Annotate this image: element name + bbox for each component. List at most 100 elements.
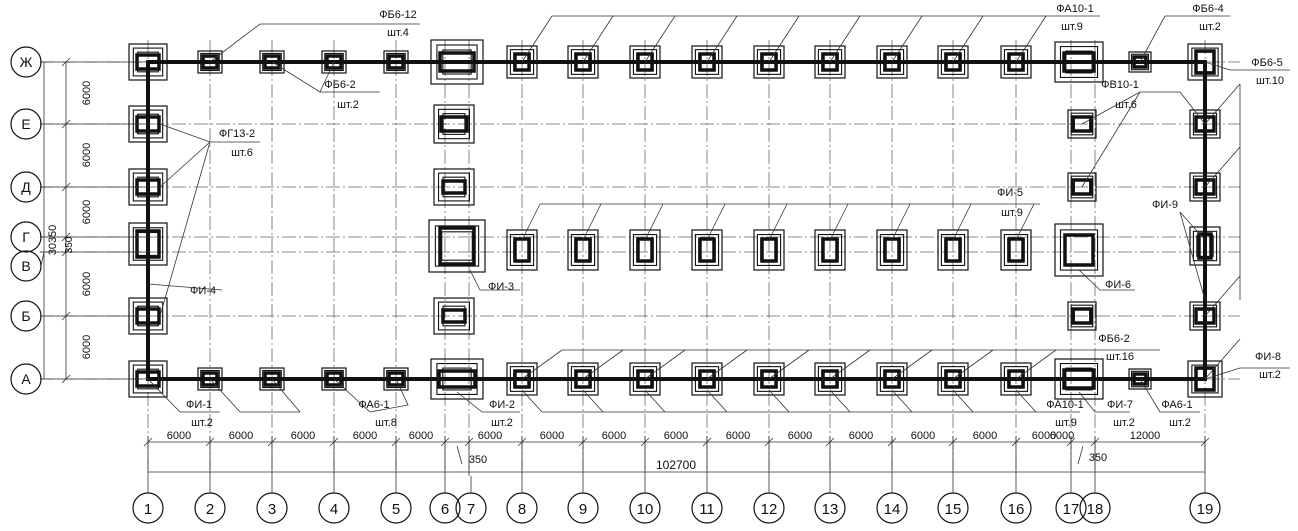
- foundation-block: [433, 168, 475, 206]
- axis-label: 9: [579, 501, 587, 518]
- dimension-line: [61, 247, 71, 257]
- axis-marker-y: Ж: [10, 46, 42, 78]
- axis-label: 16: [1008, 501, 1025, 518]
- label-mark: ФБ6-5: [1251, 57, 1282, 69]
- dimension-line: [887, 437, 897, 447]
- axis-marker-x: 14: [876, 492, 908, 524]
- leader-line: [521, 15, 553, 63]
- dimension-text: 6000: [291, 430, 315, 442]
- leader-line: [644, 203, 664, 241]
- foundation-block: [937, 362, 969, 396]
- label-mark: ФИ-2: [489, 399, 515, 411]
- dimension-line: [640, 437, 650, 447]
- axis-label: 1: [144, 501, 152, 518]
- leader-line: [644, 15, 676, 63]
- label-qty: шт.6: [231, 147, 253, 159]
- foundation-block: [428, 219, 486, 273]
- label-fa10-1-top: ФА10-1шт.9: [1056, 3, 1093, 33]
- axis-label: 11: [699, 501, 715, 518]
- leader-line: [159, 141, 211, 317]
- axis-label: 5: [392, 501, 400, 518]
- label-qty: шт.8: [375, 417, 397, 429]
- foundation-block: [433, 104, 475, 144]
- label-mark: ФБ6-2: [1098, 333, 1129, 345]
- foundation-block: [1189, 109, 1221, 139]
- label-qty: шт.2: [1199, 21, 1221, 33]
- foundation-block: [629, 362, 661, 396]
- axis-label: А: [21, 371, 31, 387]
- dimension-line: [61, 57, 71, 67]
- leader-line: [209, 378, 300, 413]
- label-mark: ФГ13-2: [219, 128, 255, 140]
- foundation-block: [506, 45, 538, 79]
- foundation-block: [1000, 362, 1032, 396]
- label-mark: ФА10-1: [1056, 3, 1093, 15]
- label-mark: ФИ-5: [997, 187, 1023, 199]
- dimension-line: [391, 437, 401, 447]
- label-fb6-2-bot: ФБ6-2шт.16: [1098, 333, 1134, 363]
- label-mark: ФБ6-2: [324, 79, 355, 91]
- label-qty: шт.10: [1256, 75, 1284, 87]
- axis-marker-x: 2: [194, 492, 226, 524]
- foundation-block: [814, 362, 846, 396]
- dimension-line: [1077, 445, 1084, 465]
- foundation-block: [433, 297, 475, 335]
- leader-line: [706, 15, 738, 63]
- gap-text: 350: [469, 454, 487, 466]
- label-qty: шт.9: [1055, 417, 1077, 429]
- dimension-text: 6000: [602, 430, 626, 442]
- axis-marker-x: 12: [753, 492, 785, 524]
- dimension-line: [825, 437, 835, 447]
- label-fi-9: ФИ-9: [1152, 199, 1178, 211]
- foundation-block: [383, 367, 409, 391]
- foundation-block: [197, 367, 223, 391]
- dimension-line: [517, 437, 527, 447]
- foundation-block: [430, 39, 484, 85]
- foundation-block: [567, 229, 599, 271]
- dimension-line: [61, 119, 71, 129]
- axis-marker-x: 10: [629, 492, 661, 524]
- label-mark: ФВ10-1: [1101, 79, 1139, 91]
- foundation-block: [321, 367, 347, 391]
- axis-marker-x: 4: [318, 492, 350, 524]
- foundation-block: [430, 358, 484, 400]
- leader-line: [456, 391, 520, 413]
- foundation-block: [753, 45, 785, 79]
- foundation-block: [1189, 301, 1221, 331]
- leader-line: [1081, 91, 1141, 188]
- foundation-block: [629, 45, 661, 79]
- label-fa6-1-left: ФА6-1шт.8: [358, 399, 397, 429]
- leader-line: [829, 15, 861, 63]
- axis-marker-y: Б: [10, 300, 42, 332]
- foundation-labels: ФБ6-12шт.4ФБ6-2шт.2ФА10-1шт.9ФБ6-4шт.2ФБ…: [186, 3, 1284, 429]
- foundation-block: [814, 45, 846, 79]
- foundation-block: [753, 229, 785, 271]
- leader-line: [1204, 146, 1241, 188]
- label-mark: ФИ-1: [186, 399, 212, 411]
- label-mark: ФБ6-4: [1192, 3, 1223, 15]
- dimension-line: [1011, 437, 1021, 447]
- axis-marker-y: Г: [10, 221, 42, 253]
- dimension-text: 6000: [849, 430, 873, 442]
- leader-line: [829, 349, 871, 380]
- foundation-block: [753, 362, 785, 396]
- foundation-block: [321, 50, 347, 74]
- dimension-text: 6000: [973, 430, 997, 442]
- leader-line: [891, 349, 933, 380]
- dimension-text: 6000: [664, 430, 688, 442]
- axis-label: 19: [1197, 501, 1214, 518]
- axis-label: Е: [21, 116, 30, 132]
- dimension-line: [578, 437, 588, 447]
- leader-line: [768, 15, 800, 63]
- label-fi-6: ФИ-6: [1105, 279, 1131, 291]
- leader-line: [706, 203, 726, 241]
- dimension-line: [764, 437, 774, 447]
- perimeter-beam: [146, 60, 1207, 381]
- label-mark: ФИ-4: [190, 285, 216, 297]
- axis-marker-x: 17: [1055, 492, 1087, 524]
- label-fi-8: ФИ-8шт.2: [1255, 351, 1281, 381]
- foundation-block: [691, 229, 723, 271]
- leader-line: [644, 349, 686, 380]
- axis-label: В: [21, 258, 30, 274]
- leader-line: [1139, 15, 1230, 63]
